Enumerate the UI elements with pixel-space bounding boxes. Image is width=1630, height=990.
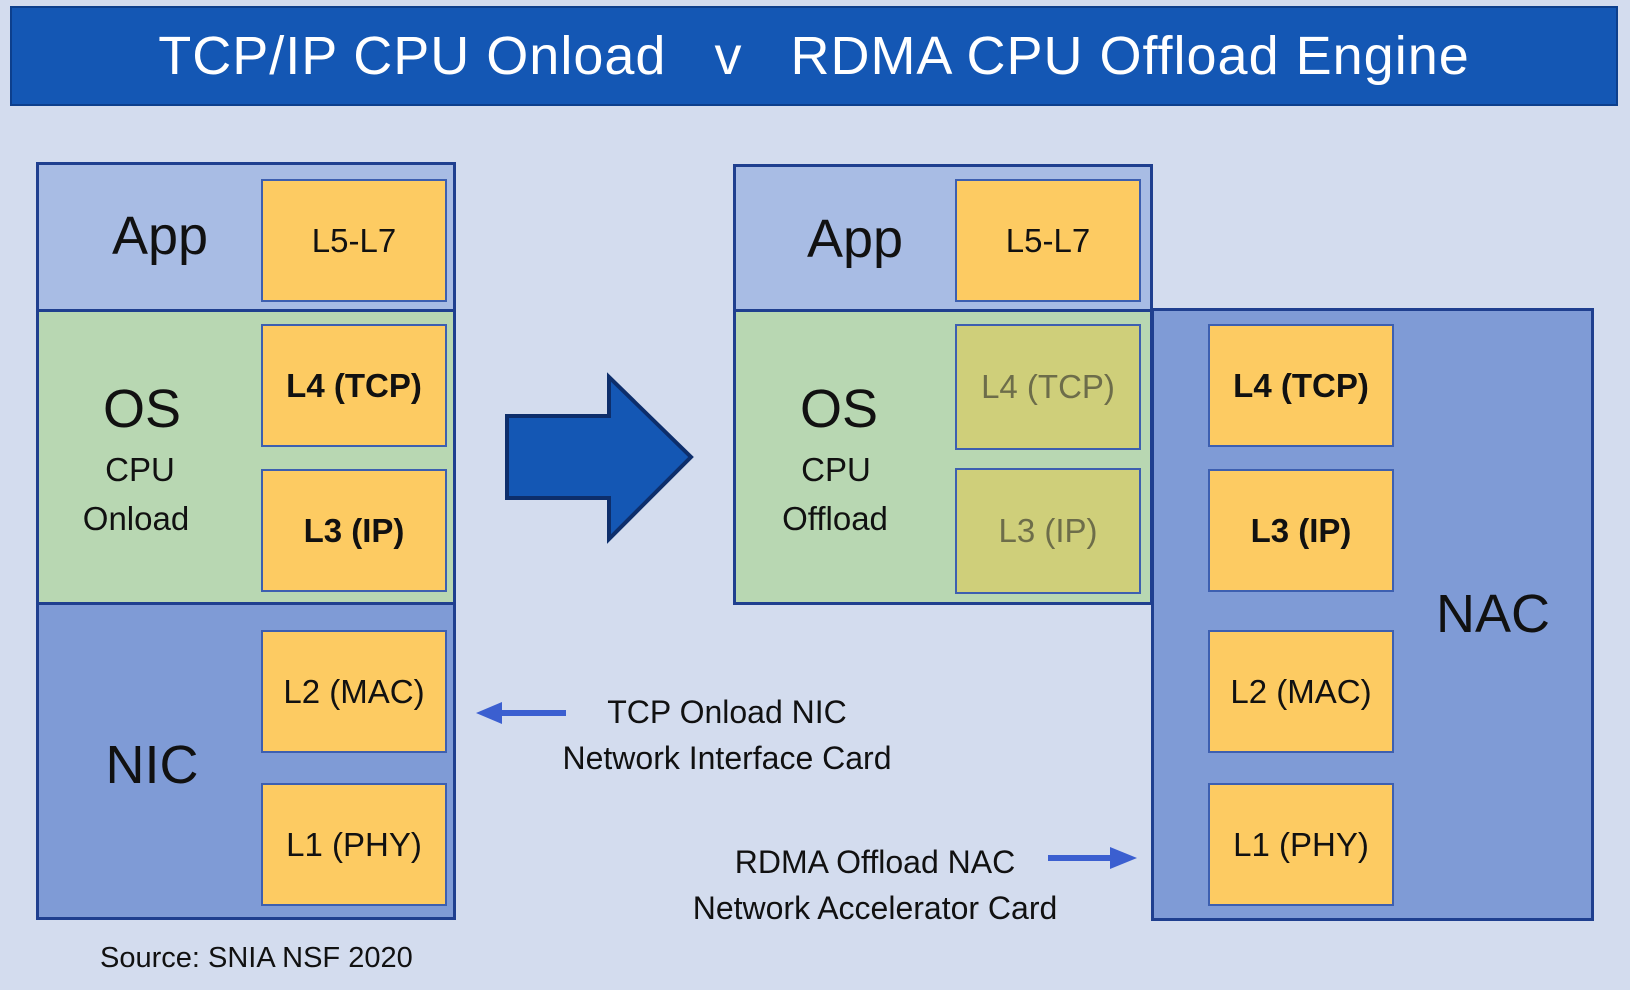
left-layer-l3-ip: L3 (IP) (261, 469, 447, 592)
left-os-sub-2: Onload (82, 500, 190, 537)
title-bar: TCP/IP CPU Onload v RDMA CPU Offload Eng… (10, 6, 1618, 106)
right-app-label: App (806, 209, 904, 269)
right-os-layer-l4-tcp: L4 (TCP) (955, 324, 1141, 450)
left-layer-l1-phy: L1 (PHY) (261, 783, 447, 906)
right-nac-layer-l2-mac: L2 (MAC) (1208, 630, 1394, 753)
transition-arrow-icon (505, 372, 694, 544)
left-os-sub-1: CPU (105, 451, 175, 488)
right-os-sub-2: Offload (782, 500, 888, 537)
right-nac-layer-l1-phy: L1 (PHY) (1208, 783, 1394, 906)
nic-pointer-arrow-icon (476, 702, 566, 724)
right-nac-label: NAC (1435, 584, 1550, 644)
nac-callout-line-1: RDMA Offload NAC (734, 844, 1016, 880)
right-layer-l5-l7: L5-L7 (955, 179, 1141, 302)
nac-pointer-arrow-icon (1048, 847, 1137, 869)
left-app-label: App (111, 206, 209, 266)
right-nac-layer-l4-tcp: L4 (TCP) (1208, 324, 1394, 447)
nic-callout-line-1: TCP Onload NIC (607, 694, 847, 730)
left-layer-l5-l7: L5-L7 (261, 179, 447, 302)
nac-callout-line-2: Network Accelerator Card (692, 890, 1058, 926)
right-nac-layer-l3-ip: L3 (IP) (1208, 469, 1394, 592)
left-nic-label: NIC (105, 735, 199, 795)
nic-callout-line-2: Network Interface Card (562, 740, 892, 776)
left-os-label: OS (102, 379, 182, 439)
nic-callout: TCP Onload NIC Network Interface Card (527, 689, 927, 781)
left-layer-l4-tcp: L4 (TCP) (261, 324, 447, 447)
right-os-layer-l3-ip: L3 (IP) (955, 468, 1141, 594)
right-os-sub-1: CPU (801, 451, 871, 488)
diagram-title: TCP/IP CPU Onload v RDMA CPU Offload Eng… (158, 26, 1470, 86)
left-layer-l2-mac: L2 (MAC) (261, 630, 447, 753)
nac-callout: RDMA Offload NAC Network Accelerator Car… (660, 839, 1090, 931)
source-note: Source: SNIA NSF 2020 (100, 942, 413, 974)
right-os-label: OS (799, 379, 879, 439)
